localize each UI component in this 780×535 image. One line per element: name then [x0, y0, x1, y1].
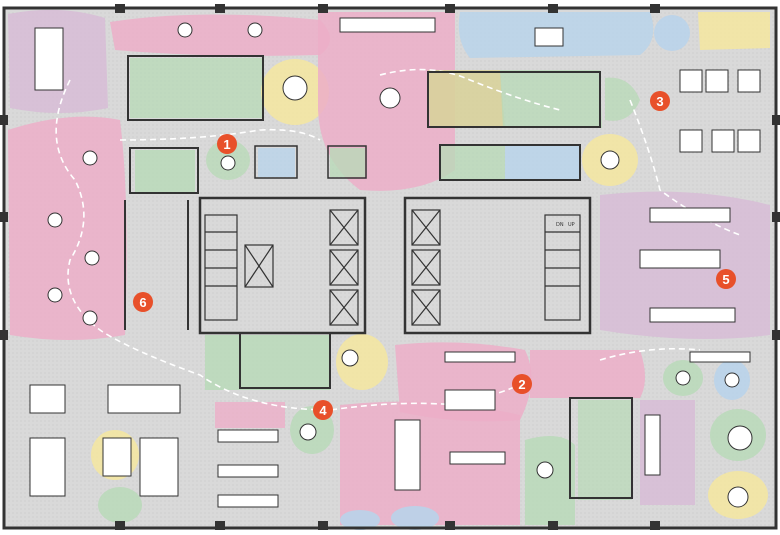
zone-center-olive [428, 70, 505, 128]
stair-label-up: UP [568, 222, 575, 228]
zone-bottom-green-rooms [205, 335, 330, 390]
zone-bottom-left-green [98, 487, 142, 523]
marker-5-label: 5 [722, 272, 729, 287]
zone-bottom-right-pink [530, 350, 645, 398]
zone-green-meeting-1 [135, 150, 195, 192]
marker-6[interactable]: 6 [133, 292, 153, 312]
marker-4-label: 4 [319, 403, 327, 418]
zone-layer [8, 9, 770, 530]
round-tables [47, 22, 753, 508]
zone-bottom-yellow-round [336, 334, 388, 390]
zone-top-right-blue-small [654, 15, 690, 51]
zone-center-green [500, 70, 602, 128]
marker-5[interactable]: 5 [716, 269, 736, 289]
marker-4[interactable]: 4 [313, 400, 333, 420]
circulation-route [55, 68, 741, 411]
zone-top-right-yellow [698, 12, 770, 50]
marker-1[interactable]: 1 [217, 134, 237, 154]
marker-6-label: 6 [139, 295, 146, 310]
marker-3-label: 3 [656, 94, 663, 109]
zone-left-pink [8, 116, 127, 341]
stair-label-dn: DN [556, 222, 564, 228]
structural-columns [0, 4, 780, 530]
zone-blue-room-1 [258, 148, 295, 177]
zone-bottom-right-green [525, 436, 575, 525]
zone-green-room-2 [330, 148, 365, 177]
zone-top-green-rooms [130, 58, 262, 118]
furniture [29, 17, 761, 508]
marker-1-label: 1 [223, 137, 230, 152]
zone-center-row2-blue [505, 145, 580, 180]
marker-2[interactable]: 2 [512, 374, 532, 394]
zone-center-row2-green [440, 145, 505, 180]
zone-top-pink [110, 14, 330, 56]
marker-2-label: 2 [518, 377, 525, 392]
zone-bottom-blue-2 [391, 506, 439, 530]
walls [2, 6, 778, 530]
zone-bottom-big-pink [340, 401, 520, 525]
zone-bottom-pink-strip [215, 402, 285, 428]
building-core [204, 209, 581, 326]
zone-bottom-blue-1 [340, 510, 380, 530]
zone-bottom-right-green-room [578, 400, 632, 500]
marker-3[interactable]: 3 [650, 91, 670, 111]
zone-center-green-small [605, 77, 640, 121]
